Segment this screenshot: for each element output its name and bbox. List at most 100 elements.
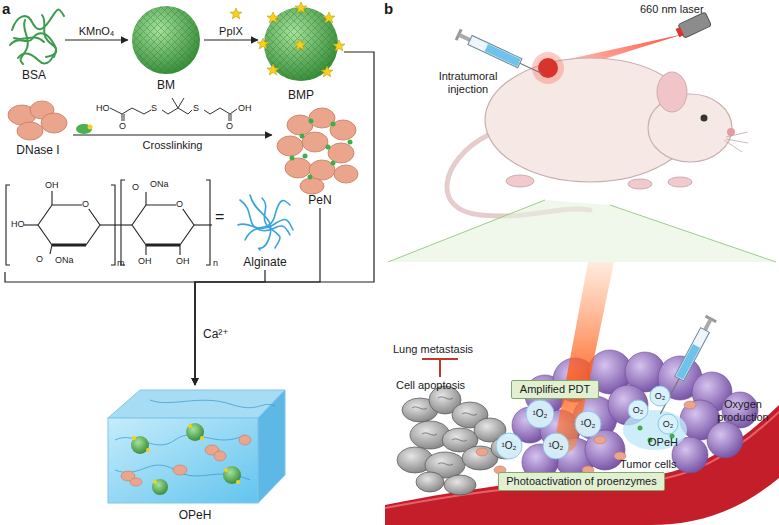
- inhibition-symbol: [422, 358, 458, 360]
- blood-vessel: [385, 412, 779, 508]
- syringe: [458, 33, 471, 42]
- bmp-sphere: [321, 66, 333, 77]
- pen-cluster: [277, 108, 358, 194]
- dnase-protein: [41, 113, 67, 133]
- opeh-hydrogel-cube: [108, 418, 258, 503]
- bsa-protein: [10, 10, 64, 64]
- bmp-sphere: [264, 7, 338, 81]
- opeh-hydrogel-cube: [130, 478, 142, 486]
- text-label: O: [176, 199, 183, 209]
- pen-linker-dots: [309, 119, 314, 124]
- bsa-protein: [14, 37, 44, 42]
- bmp-sphere: [294, 39, 306, 50]
- pen-cluster: [309, 160, 335, 180]
- ppix-star: [230, 8, 242, 19]
- component-label: BSA: [22, 69, 46, 83]
- text-label: OPeH: [648, 436, 678, 449]
- alginate-structure: [51, 191, 52, 205]
- apoptotic-texture: [438, 463, 453, 465]
- crosslinker-structure: [229, 114, 230, 121]
- text-label: Oxygen production: [710, 398, 776, 423]
- illustration-node: OPeH: [100, 385, 290, 523]
- process-box: Photoactivation of proenzymes: [498, 472, 665, 491]
- apoptotic-texture: [438, 397, 453, 399]
- text-label: HO: [96, 103, 110, 113]
- syringe: [676, 344, 700, 380]
- inhibition-symbol: [422, 359, 458, 377]
- text-label: O: [82, 199, 89, 209]
- singlet-oxygen-bubbles: [496, 400, 601, 459]
- crosslinker-structure: [231, 114, 232, 121]
- zoom-fan: [610, 205, 776, 262]
- text-label: m: [117, 258, 125, 268]
- zoom-fan: [388, 200, 776, 262]
- arrow-connector: [195, 270, 265, 385]
- alginate-strands: [250, 195, 271, 250]
- mouse: [727, 128, 735, 136]
- crosslinker-structure: [172, 98, 178, 108]
- mouse: [506, 175, 534, 187]
- injected-gel: [638, 426, 643, 431]
- blood-vessel: [385, 405, 779, 525]
- mouse: [657, 72, 687, 112]
- mouse: [628, 179, 652, 189]
- bmp-sphere: [333, 40, 345, 51]
- opeh-hydrogel-cube: [239, 435, 251, 445]
- alginate-structure: [52, 244, 86, 247]
- alginate-structure: [50, 245, 52, 254]
- component-label: BM: [157, 79, 175, 93]
- alginate-structure: [111, 185, 115, 265]
- text-label: O: [226, 121, 233, 131]
- text-label: Tumor cells: [620, 458, 676, 471]
- crosslinker-structure: [122, 114, 123, 121]
- dnase-protein: [17, 122, 43, 140]
- text-label: ONa: [55, 255, 74, 265]
- edge-label: PpIX: [219, 25, 243, 38]
- mouse: [701, 115, 708, 122]
- grouping-bracket: [5, 272, 195, 282]
- bmp-sphere: [267, 12, 279, 23]
- tumor-cells: [707, 422, 743, 458]
- crosslinker-structure: [124, 114, 125, 121]
- bmp-sphere: [323, 12, 335, 23]
- opeh-hydrogel-cube: [173, 465, 187, 475]
- crosslinker-structure: [110, 98, 237, 121]
- alginate-structure: [206, 180, 210, 265]
- bmp-sphere: [264, 7, 338, 81]
- opeh-hydrogel-cube: [236, 480, 240, 484]
- text-label: OH: [176, 256, 190, 266]
- illustration-node: Alginate: [230, 190, 300, 270]
- component-label: DNase I: [16, 144, 59, 158]
- pen-cluster: [302, 132, 328, 152]
- mouse: [538, 58, 558, 78]
- alginate-structure: [24, 224, 38, 225]
- alginate-structure: [38, 205, 100, 245]
- opeh-hydrogel-cube: [108, 390, 285, 503]
- alginate-strands: [262, 198, 280, 248]
- mouse: [668, 177, 692, 187]
- syringe: [675, 328, 710, 381]
- text-label: OH: [138, 256, 152, 266]
- bm-sphere: [132, 6, 200, 74]
- syringe: [520, 63, 543, 74]
- crosslinker-structure: [162, 108, 192, 114]
- text-label: ONa: [150, 179, 169, 189]
- edge-label: Crosslinking: [143, 139, 203, 152]
- text-label: ¹O₂: [549, 440, 564, 452]
- pen-linker-dots: [331, 122, 336, 127]
- box-label: Amplified PDT: [520, 383, 590, 396]
- crosslinker-icon: [76, 124, 92, 134]
- zoom-fan: [388, 200, 545, 262]
- apoptotic-texture: [462, 413, 477, 415]
- mouse: [724, 140, 742, 152]
- text-label: OH: [238, 103, 252, 113]
- alginate-structure: [145, 192, 146, 205]
- bmp-sphere: [257, 38, 269, 49]
- mouse: [726, 132, 748, 137]
- bmp-sphere: [267, 64, 279, 75]
- pen-linker-dots: [300, 134, 305, 139]
- proenzyme-blobs: [476, 401, 696, 474]
- opeh-hydrogel-cube: [108, 390, 285, 418]
- pen-cluster: [285, 158, 311, 178]
- opeh-hydrogel-cube: [223, 466, 241, 484]
